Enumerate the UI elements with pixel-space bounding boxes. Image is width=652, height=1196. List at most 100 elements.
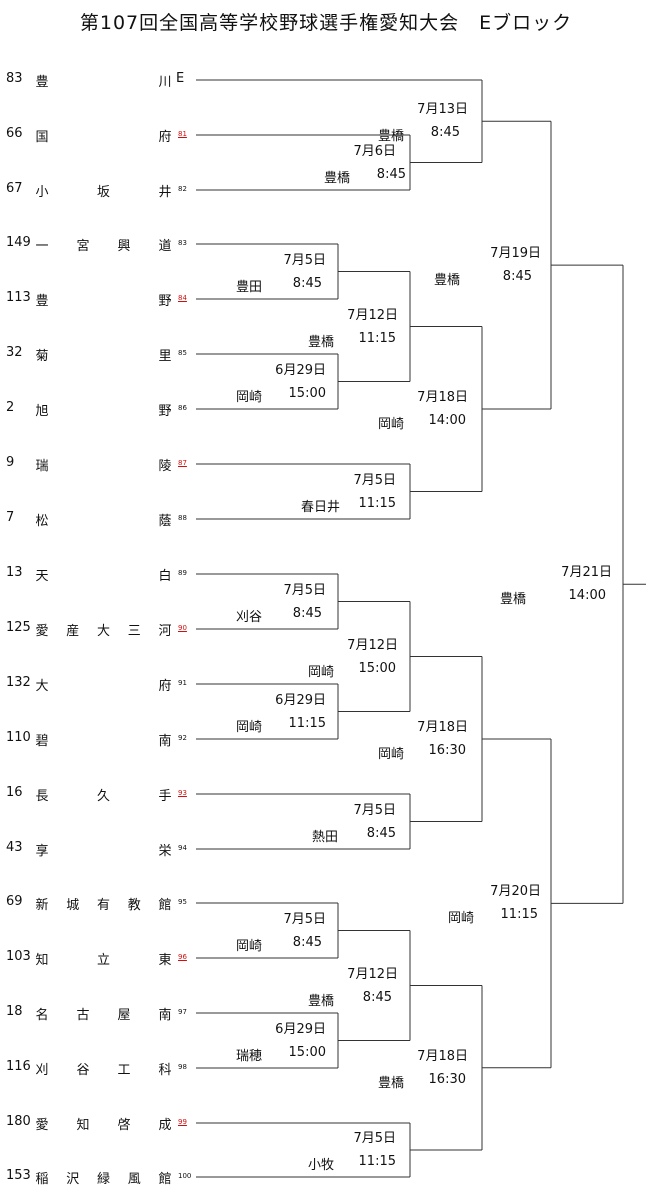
match-date: 7月18日 (417, 390, 468, 405)
match-date: 6月29日 (275, 1021, 326, 1037)
slot-number: 98 (178, 1063, 187, 1071)
match-venue: 豊橋 (323, 170, 350, 186)
slot-number: 100 (178, 1172, 192, 1180)
slot-number: 84 (178, 294, 187, 302)
slot-number: 91 (178, 679, 187, 687)
match-date: 6月29日 (275, 692, 326, 708)
match-date: 7月5日 (353, 472, 396, 488)
match-time: 14:00 (428, 413, 466, 428)
match-venue: 豊田 (235, 279, 262, 295)
match-time: 11:15 (500, 907, 538, 923)
match-date: 7月12日 (347, 637, 398, 653)
slot-number: 99 (178, 1118, 187, 1126)
match-venue: 岡崎 (307, 664, 334, 680)
match-venue: 豊橋 (377, 1075, 404, 1091)
match-date: 7月5日 (353, 1131, 396, 1146)
match-time: 8:45 (292, 605, 322, 621)
match-venue: 岡崎 (377, 747, 404, 762)
match-time: 11:15 (358, 1154, 396, 1169)
slot-number: 86 (178, 404, 187, 412)
match-venue: 瑞穂 (235, 1048, 262, 1064)
team-seed: 69 (6, 894, 23, 909)
match-time: 8:45 (292, 934, 322, 950)
match-venue: 豊橋 (307, 334, 334, 350)
match-time: 11:15 (358, 330, 396, 346)
team-seed: 67 (6, 181, 23, 196)
match-time: 15:00 (358, 660, 396, 676)
match-venue: 熱田 (311, 829, 338, 845)
match-date: 7月12日 (347, 966, 398, 982)
match-venue: 刈谷 (235, 609, 262, 625)
match-date: 7月6日 (353, 143, 396, 159)
team-seed: 32 (6, 345, 23, 360)
slot-number: 83 (178, 239, 187, 247)
match-time: 11:15 (358, 495, 396, 511)
match-date: 7月20日 (490, 884, 541, 900)
team-seed: 2 (6, 400, 15, 415)
match-venue: 岡崎 (235, 389, 262, 405)
slot-number: 93 (178, 789, 187, 797)
match-venue: 小牧 (307, 1158, 334, 1173)
team-seed: 125 (6, 620, 31, 635)
team-seed: 16 (6, 785, 23, 800)
slot-number: 89 (178, 569, 187, 577)
match-date: 7月5日 (283, 582, 326, 598)
slot-number: 90 (178, 624, 187, 632)
match-venue: 春日井 (300, 499, 340, 515)
slot-number: 94 (178, 844, 187, 852)
match-time: 8:45 (362, 989, 392, 1005)
page-title: 第107回全国高等学校野球選手権愛知大会 Eブロック (79, 12, 573, 34)
team-seed: 180 (6, 1114, 31, 1129)
match-time: 8:45 (366, 825, 396, 841)
match-venue: 豊橋 (377, 129, 404, 145)
match-venue: 岡崎 (447, 911, 474, 927)
slot-number: 92 (178, 734, 187, 742)
team-seed: 13 (6, 565, 23, 580)
block-mark: E (176, 71, 185, 86)
match-date: 7月18日 (417, 1048, 468, 1064)
match-date: 6月29日 (275, 362, 326, 378)
slot-number: 85 (178, 349, 187, 357)
match-venue: 岡崎 (235, 938, 262, 954)
match-venue: 岡崎 (377, 417, 404, 432)
team-seed: 66 (6, 126, 23, 141)
team-seed: 83 (6, 71, 23, 86)
match-time: 8:45 (502, 269, 532, 285)
match-date: 7月5日 (283, 911, 326, 927)
match-time: 14:00 (568, 588, 606, 604)
match-date: 7月18日 (417, 720, 468, 735)
match-venue: 豊橋 (307, 993, 334, 1009)
team-seed: 18 (6, 1004, 23, 1019)
match-date: 7月19日 (490, 246, 541, 262)
slot-number: 82 (178, 185, 187, 193)
slot-number: 97 (178, 1008, 187, 1016)
match-time: 16:30 (428, 1071, 466, 1087)
match-date: 7月12日 (347, 307, 398, 323)
team-seed: 43 (6, 840, 23, 855)
match-date: 7月21日 (561, 565, 612, 581)
match-time: 16:30 (428, 743, 466, 758)
slot-number: 96 (178, 953, 187, 961)
match-time: 11:15 (288, 715, 326, 731)
match-time: 8:45 (376, 166, 406, 182)
slot-number: 95 (178, 898, 187, 906)
